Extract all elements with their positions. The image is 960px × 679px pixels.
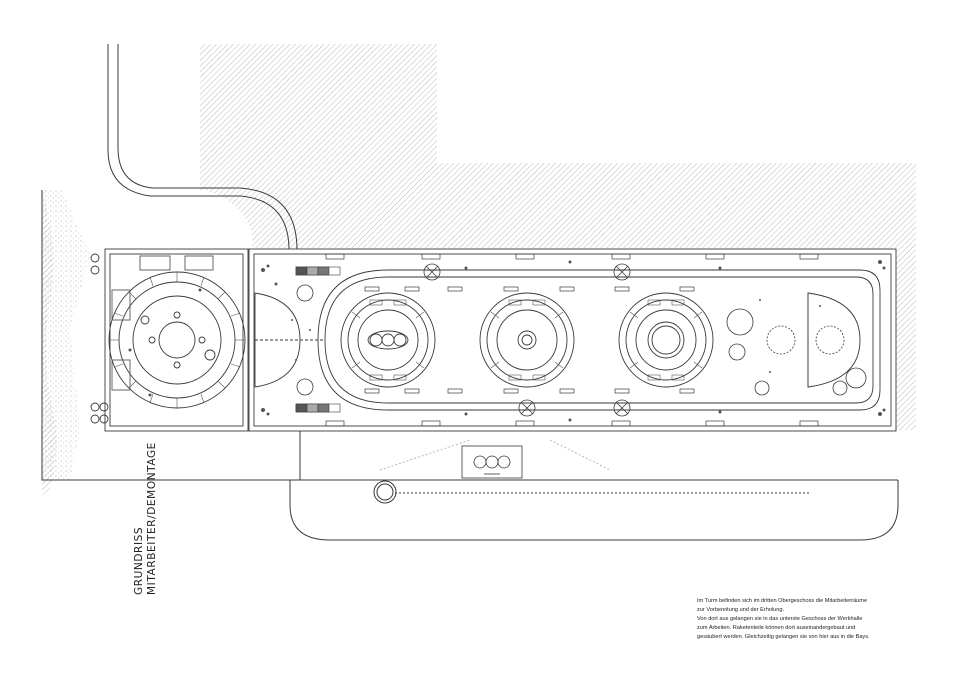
drawing-title-line1: GRUNDRISS <box>133 526 145 595</box>
tower <box>90 248 249 432</box>
bay-circles <box>340 292 714 388</box>
description-text: Im Turm befinden sich im dritten Oberges… <box>697 597 947 642</box>
hall <box>248 248 897 432</box>
description-line: zum Arbeiten. Raketenteile können dort a… <box>697 625 856 632</box>
road-outline <box>41 44 899 541</box>
bay-details <box>351 299 703 381</box>
drawing-title: GRUNDRISS MITARBEITER/DEMONTAGE <box>133 395 159 595</box>
description-line: gesäubert werden. Gleichzeitig gelangen … <box>697 634 870 641</box>
description-line: Von dort aus gelangen sie in das unterst… <box>697 616 863 623</box>
scattered-marks <box>128 260 886 422</box>
description-line: Im Turm befinden sich im dritten Oberges… <box>697 598 868 604</box>
track-racks <box>325 253 819 427</box>
equipment-box <box>379 439 611 479</box>
drawing-title-line2: MITARBEITER/DEMONTAGE <box>146 442 158 595</box>
track-fixtures <box>296 263 867 417</box>
terrain-hatch <box>42 44 916 495</box>
storage-blocks <box>295 266 341 413</box>
description-line: zur Vorbereitung und der Erholung. <box>697 607 785 614</box>
